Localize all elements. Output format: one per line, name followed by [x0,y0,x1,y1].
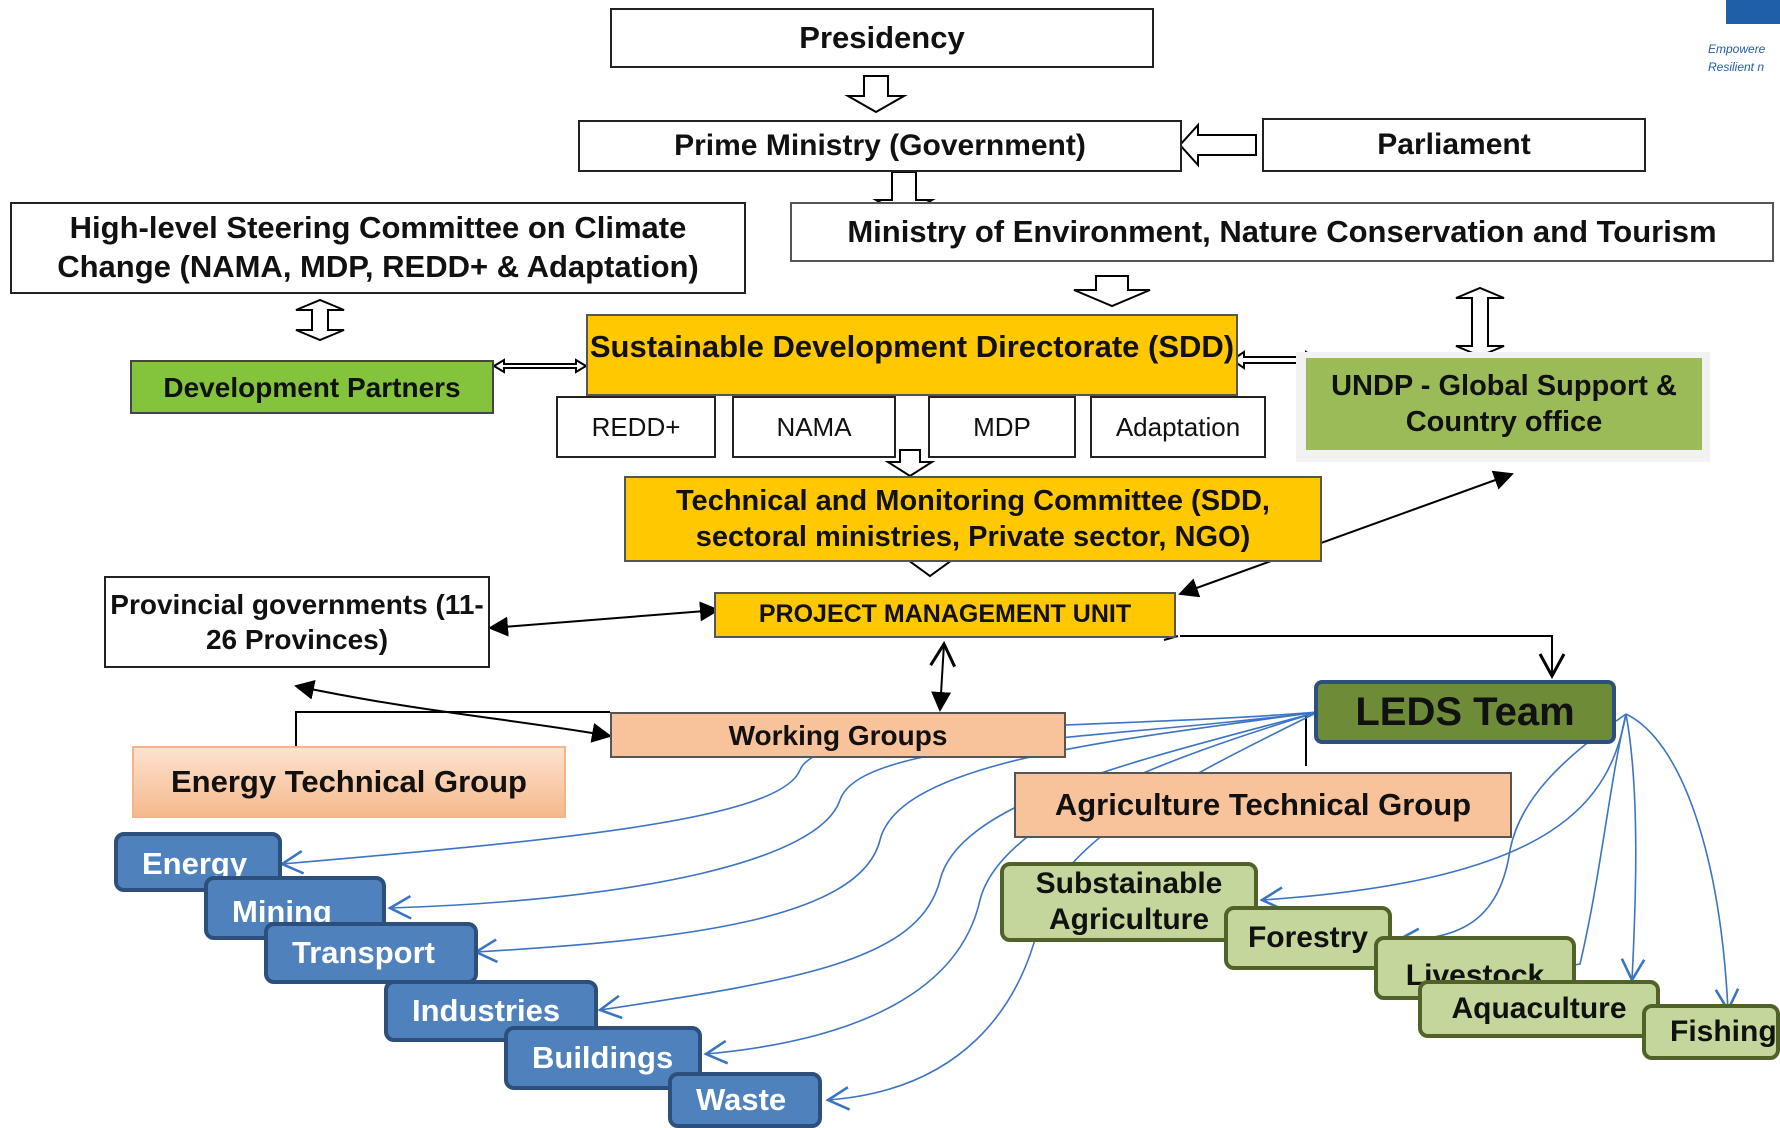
leds-team-label: LEDS Team [1355,690,1575,734]
agriculture-technical-group-box: Agriculture Technical Group [1014,772,1512,838]
provincial-governments-box: Provincial governments (11-26 Provinces) [104,576,490,668]
pmu-working-groups-arrow [929,640,957,712]
pmu-to-leds-line [1180,635,1566,680]
ministry-to-sdd-arrow [1073,275,1151,308]
energy-technical-group-label: Energy Technical Group [170,763,527,799]
provincial-pmu-arrow [488,601,720,637]
working-groups-label: Working Groups [728,719,948,751]
development-partners-label: Development Partners [163,371,461,403]
sector-fishing-label: Fishing [1670,1015,1777,1049]
ministry-box: Ministry of Environment, Nature Conserva… [790,202,1774,262]
parliament-box: Parliament [1262,118,1646,172]
sdd-unit-mdp: MDP [928,396,1076,458]
sector-sustainable-agriculture: Substainable Agriculture [1000,862,1258,942]
pmu-undp-arrow [1178,470,1514,598]
sdd-unit-redd-label: REDD+ [591,411,681,442]
project-management-unit-label: PROJECT MANAGEMENT UNIT [758,600,1132,629]
sector-waste-label: Waste [696,1081,787,1117]
sdd-label: Sustainable Development Directorate (SDD… [589,329,1235,364]
ministry-label: Ministry of Environment, Nature Conserva… [847,213,1717,249]
sector-transport: Transport [264,922,478,984]
sdd-unit-mdp-label: MDP [973,411,1031,442]
undp-logo [1726,0,1780,24]
prime-ministry-label: Prime Ministry (Government) [674,129,1086,163]
prime-ministry-box: Prime Ministry (Government) [578,120,1182,172]
agriculture-technical-group-label: Agriculture Technical Group [1054,786,1472,822]
ministry-undp-double-arrow [1455,286,1505,358]
parliament-label: Parliament [1377,128,1531,162]
logo-tagline-2: Resilient n [1708,60,1765,74]
leds-team-box: LEDS Team [1314,680,1616,744]
sector-transport-label: Transport [292,934,435,970]
development-partners-box: Development Partners [130,360,494,414]
technical-monitoring-committee-label: Technical and Monitoring Committee (SDD,… [676,484,1270,553]
steering-committee-label: High-level Steering Committee on Climate… [57,210,699,284]
steering-committee-box: High-level Steering Committee on Climate… [10,202,746,294]
sdd-unit-adaptation: Adaptation [1090,396,1266,458]
working-groups-provincial-curve [294,679,612,743]
undp-label: UNDP - Global Support & Country office [1331,369,1677,438]
presidency-to-prime-arrow [844,75,908,114]
partners-sdd-double-arrow [492,358,588,374]
sdd-unit-redd: REDD+ [556,396,716,458]
sector-buildings-label: Buildings [532,1039,674,1075]
working-groups-box: Working Groups [610,712,1066,758]
provincial-governments-label: Provincial governments (11-26 Provinces) [110,589,484,655]
sector-sustainable-agriculture-label: Substainable Agriculture [1035,867,1223,936]
parliament-to-prime-arrow [1178,122,1257,168]
sdd-unit-nama-label: NAMA [776,411,852,442]
undp-frame: UNDP - Global Support & Country office [1296,352,1710,462]
sdd-unit-adaptation-label: Adaptation [1115,411,1241,442]
sector-forestry-label: Forestry [1247,921,1369,955]
energy-technical-group-box: Energy Technical Group [132,746,566,818]
sector-energy-label: Energy [142,846,248,882]
logo-tagline-1: Empowere [1708,42,1766,56]
sector-fishing: Fishing [1642,1004,1780,1060]
sector-aquaculture: Aquaculture [1418,980,1660,1038]
sdd-to-committee-arrow [884,449,936,478]
presidency-box: Presidency [610,8,1154,68]
technical-monitoring-committee-box: Technical and Monitoring Committee (SDD,… [624,476,1322,562]
presidency-label: Presidency [799,19,965,55]
sector-forestry: Forestry [1224,906,1392,970]
undp-box: UNDP - Global Support & Country office [1306,358,1702,450]
sdd-box: Sustainable Development Directorate (SDD… [586,314,1238,396]
sector-industries-label: Industries [412,992,561,1028]
sdd-unit-nama: NAMA [732,396,896,458]
project-management-unit-box: PROJECT MANAGEMENT UNIT [714,592,1176,638]
sector-aquaculture-label: Aquaculture [1451,992,1627,1026]
sector-waste: Waste [668,1072,822,1128]
